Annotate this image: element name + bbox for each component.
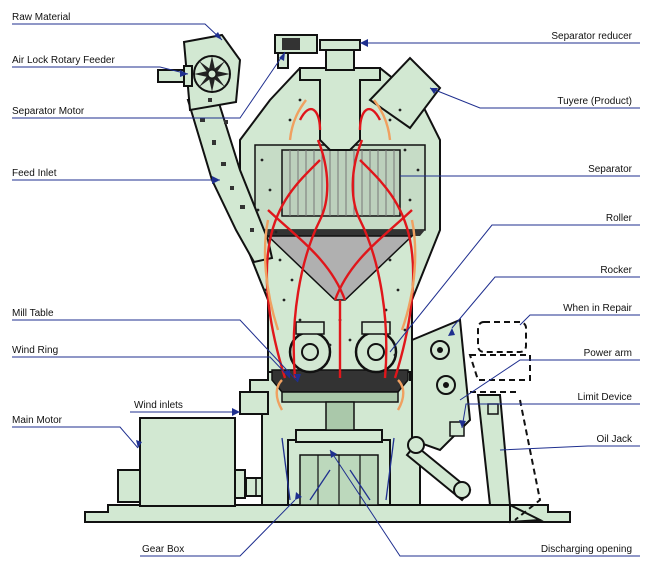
rocker-assembly [405, 318, 544, 524]
main-motor [117, 417, 287, 507]
mill-body [239, 34, 442, 506]
label-power-arm: Power arm [584, 348, 632, 359]
power-arm [405, 436, 472, 502]
label-oil-jack: Oil Jack [596, 434, 633, 445]
label-wind-ring: Wind Ring [12, 345, 58, 356]
foundation [84, 504, 571, 523]
airflow-secondary [263, 99, 417, 411]
label-feed-inlet: Feed Inlet [12, 168, 57, 179]
oil-jack [476, 394, 544, 524]
labels: Raw Material Air Lock Rotary Feeder Sepa… [12, 12, 633, 555]
label-limit-device: Limit Device [578, 392, 633, 403]
label-rocker: Rocker [600, 265, 632, 276]
tuyere-outlet [368, 56, 442, 130]
mill-table [271, 369, 409, 431]
leader-arrowheads [136, 32, 466, 500]
gear-box [287, 429, 391, 506]
label-roller: Roller [606, 213, 633, 224]
label-separator-reducer: Separator reducer [551, 31, 632, 42]
label-when-in-repair: When in Repair [563, 303, 633, 314]
label-gear-box: Gear Box [142, 544, 184, 555]
label-main-motor: Main Motor [12, 415, 63, 426]
label-raw-material: Raw Material [12, 12, 70, 23]
air-lock-rotary-feeder [157, 55, 231, 93]
separator-motor [274, 34, 318, 69]
label-mill-table: Mill Table [12, 308, 54, 319]
label-separator: Separator [588, 164, 633, 175]
label-wind-inlets: Wind inlets [134, 400, 183, 411]
discharge-arrows [281, 437, 395, 501]
repair-position [468, 321, 542, 521]
separator [254, 144, 426, 236]
label-tuyere-product: Tuyere (Product) [557, 96, 632, 107]
label-separator-motor: Separator Motor [12, 106, 85, 117]
label-discharging-opening: Discharging opening [541, 544, 632, 555]
material-particles [256, 98, 420, 357]
airflow-main [265, 107, 415, 379]
label-air-lock-rotary-feeder: Air Lock Rotary Feeder [12, 55, 115, 66]
feed-chute [157, 33, 274, 264]
